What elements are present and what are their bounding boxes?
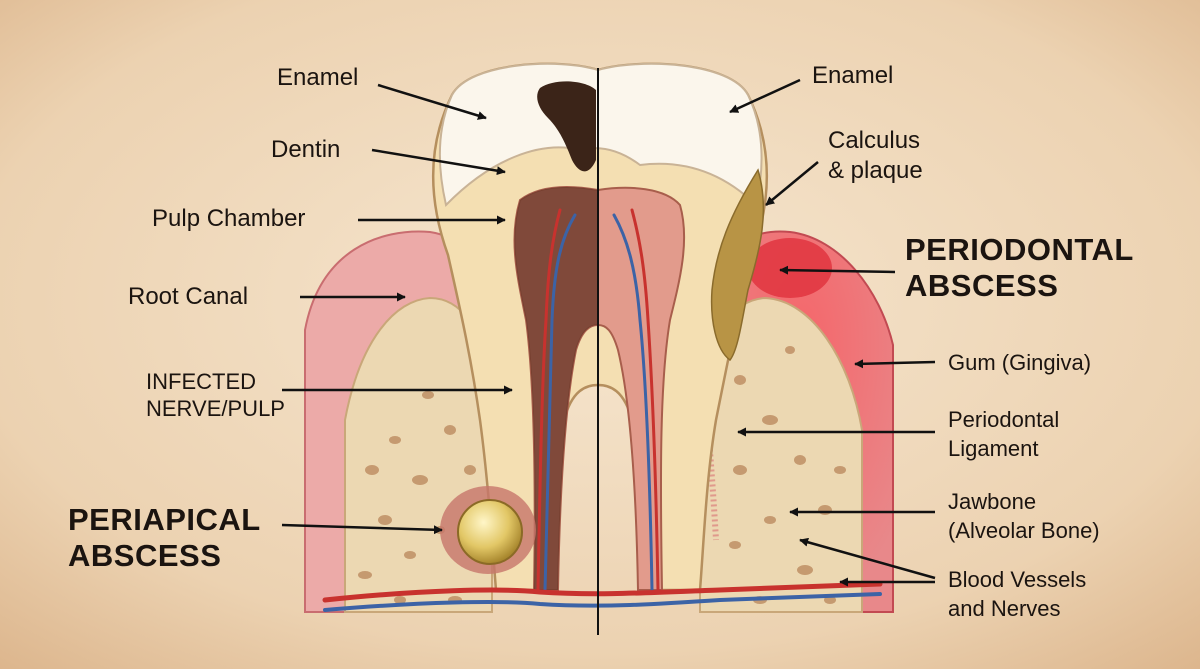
arrow-periapical-abscess [281,523,443,535]
arrow-enamel-right [729,78,801,114]
label-arrows [281,78,936,587]
enamel-crown [438,62,763,208]
arrow-dentin [371,148,506,176]
periapical-abscess [440,486,536,574]
periodontal-abscess-swelling [748,238,832,298]
label-periapical-abscess: PERIAPICAL ABSCESS [68,502,261,573]
label-periodontal-abscess: PERIODONTAL ABSCESS [905,232,1134,303]
tooth [431,62,769,592]
label-periodontal-ligament: Periodontal Ligament [948,407,1060,461]
arrow-enamel-left [377,83,487,120]
label-enamel-right: Enamel [812,62,894,89]
blood-vessels-and-nerves [322,581,883,612]
label-enamel-left: Enamel [277,64,359,91]
decay-cavity [537,81,596,172]
label-root-canal: Root Canal [128,283,249,310]
label-jawbone: Jawbone (Alveolar Bone) [948,489,1100,543]
infected-pulp [514,187,598,590]
label-calculus-plaque: Calculus & plaque [828,127,923,184]
label-dentin: Dentin [271,136,341,163]
arrow-vessels-1 [799,537,936,580]
label-gum-gingiva: Gum (Gingiva) [948,350,1092,375]
arrow-calculus [765,161,819,206]
calculus-deposit [710,168,765,362]
label-pulp-chamber: Pulp Chamber [152,205,306,232]
arrow-periodontal-abscess [779,265,896,275]
label-blood-vessels-nerves: Blood Vessels and Nerves [948,567,1087,621]
label-infected-nerve-pulp: INFECTED NERVE/PULP [146,369,285,421]
arrow-gum [854,359,936,369]
pulp-vessels [536,208,660,592]
